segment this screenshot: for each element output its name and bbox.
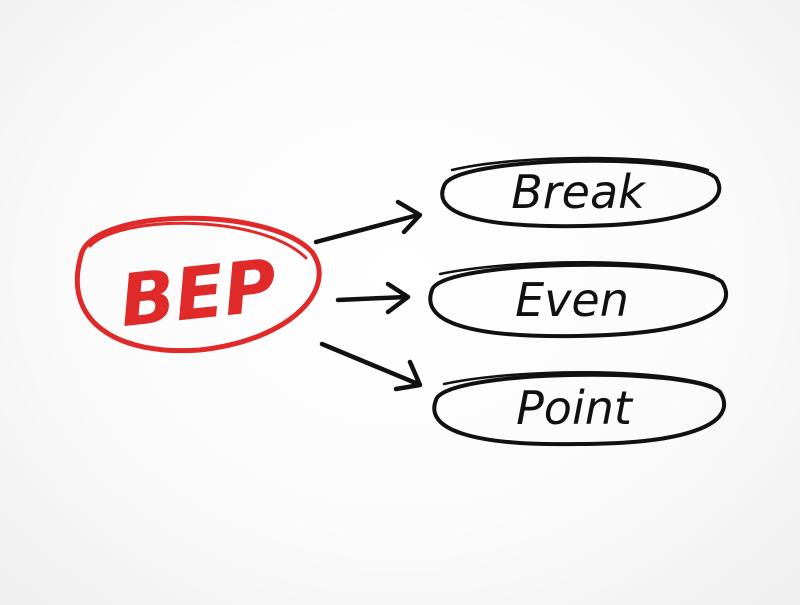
acronym-text: BEP: [116, 243, 281, 343]
acronym-group: BEP: [74, 215, 322, 354]
arrow-to-break: [313, 199, 423, 245]
term-ellipse-overstroke: [442, 370, 714, 388]
arrow-to-even: [335, 281, 411, 315]
term-label: Point: [516, 381, 634, 435]
term-label: Even: [515, 273, 629, 327]
term-ellipse-overstroke: [438, 260, 716, 278]
acronym-ellipse-overstroke: [88, 221, 308, 260]
acronym-ellipse: [74, 215, 322, 354]
term-ellipse-overstroke: [450, 156, 710, 172]
arrow-to-point: [319, 341, 423, 392]
arrows: [313, 199, 423, 392]
term-ellipse: [440, 158, 722, 229]
term-ellipse: [428, 262, 729, 339]
term-point: Point: [432, 370, 727, 447]
term-label: Break: [511, 165, 647, 219]
term-break: Break: [440, 156, 722, 229]
term-even: Even: [428, 260, 729, 339]
term-ellipse: [432, 372, 727, 447]
